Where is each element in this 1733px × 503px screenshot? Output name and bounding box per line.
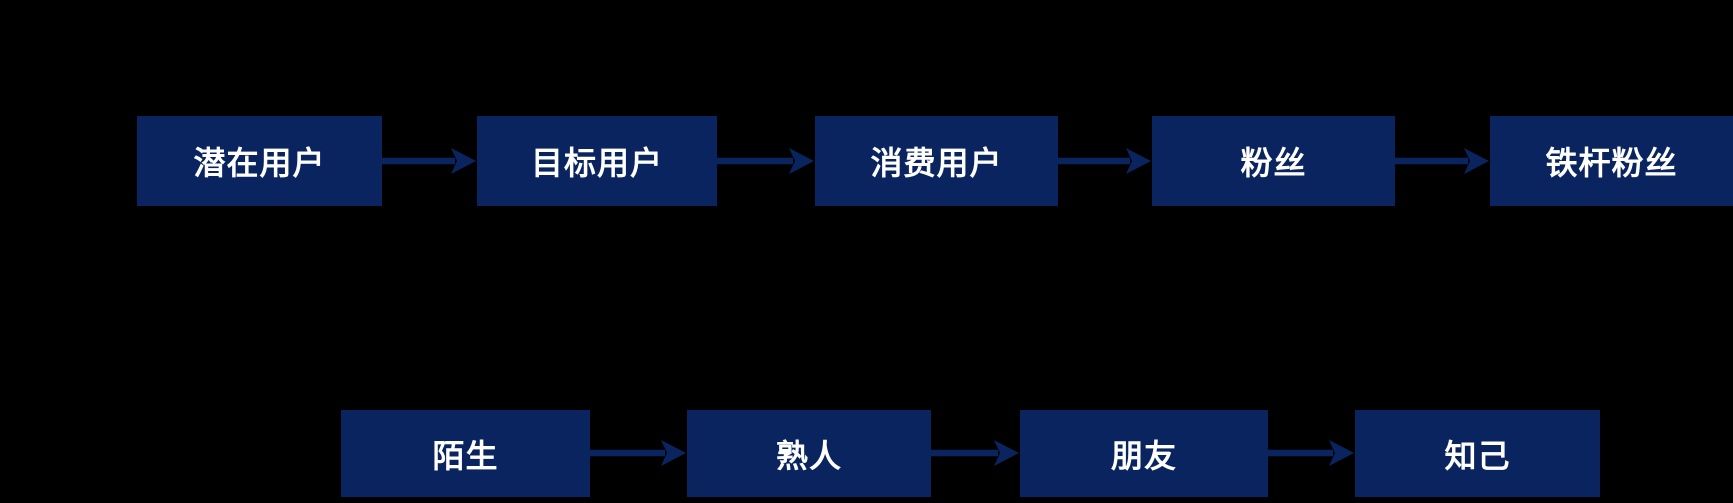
node-close-friend: 知己	[1355, 410, 1600, 497]
arrow-row2-2	[931, 440, 1019, 466]
arrow-row1-1	[382, 148, 476, 174]
node-stranger: 陌生	[341, 410, 590, 497]
node-consumer-users: 消费用户	[815, 116, 1058, 206]
node-die-hard-fans: 铁杆粉丝	[1490, 116, 1733, 206]
arrow-row1-3	[1058, 148, 1151, 174]
node-friend: 朋友	[1020, 410, 1268, 497]
arrow-row1-2	[717, 148, 814, 174]
node-label: 消费用户	[870, 144, 1003, 182]
node-fans: 粉丝	[1152, 116, 1395, 206]
node-label: 目标用户	[530, 144, 663, 182]
node-label: 朋友	[1110, 436, 1177, 475]
node-acquaintance: 熟人	[687, 410, 931, 497]
node-potential-users: 潜在用户	[137, 116, 382, 206]
node-label: 粉丝	[1240, 144, 1307, 182]
node-label: 铁杆粉丝	[1545, 144, 1678, 182]
node-label: 陌生	[432, 436, 499, 475]
node-label: 熟人	[775, 436, 842, 475]
arrow-row1-4	[1395, 148, 1489, 174]
node-target-users: 目标用户	[477, 116, 717, 206]
node-label: 知己	[1444, 436, 1511, 475]
node-label: 潜在用户	[193, 144, 326, 182]
arrow-row2-3	[1268, 440, 1354, 466]
arrow-row2-1	[590, 440, 686, 466]
